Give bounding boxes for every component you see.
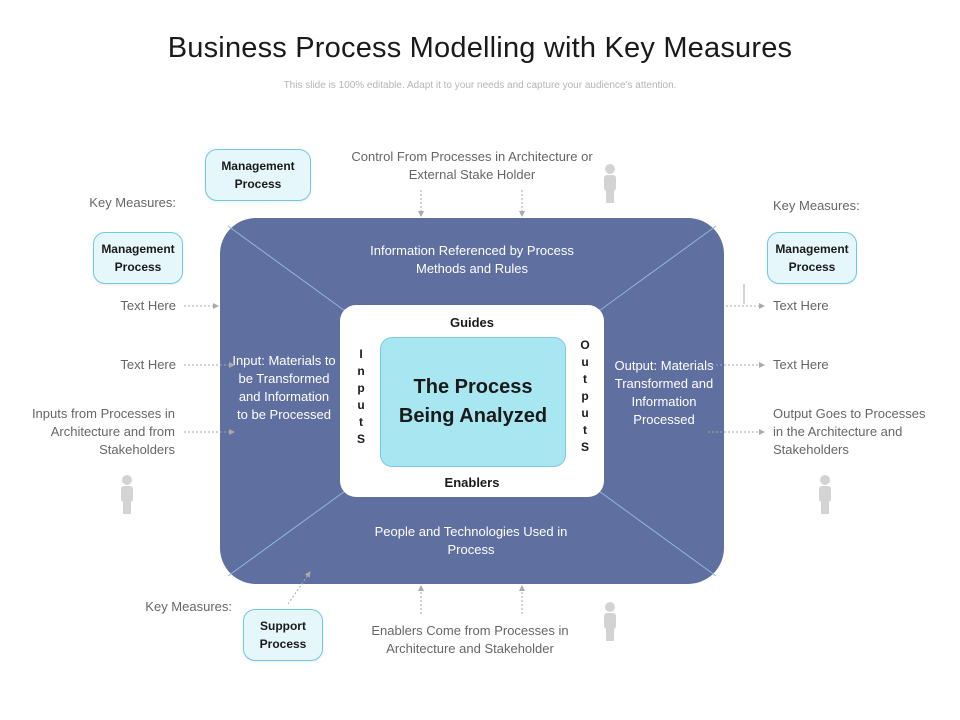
right-management-process-box: Management Process [767,232,857,284]
left-text-here-1: Text Here [120,298,176,313]
input-materials-text: Input: Materials to be Transformed and I… [232,353,336,422]
left-management-process-box: Management Process [93,232,183,284]
inputs-letter: n [357,364,365,378]
outputs-letter: t [583,372,587,386]
top-management-process-box: Management Process [205,149,311,201]
info-referenced-text: Information Referenced by Process Method… [370,243,574,276]
box-line1: Support [259,619,306,633]
outputs-letter: u [581,406,589,420]
outputs-letter: S [580,440,589,454]
guides-label: Guides [449,315,495,330]
left-text-here-2: Text Here [120,357,176,372]
inputs-letter: u [357,398,365,412]
output-materials-text: Output: Materials Transformed and Inform… [614,358,714,427]
box-line1: Management [775,242,849,256]
inputs-letter: p [357,381,365,395]
right-key-measures-label: Key Measures: [773,198,860,213]
right-text-here-2: Text Here [773,357,829,372]
box-line2: Process [234,177,282,191]
box-line1: Management [101,242,175,256]
inputs-from-processes-text: Inputs from Processes in Architecture an… [31,406,175,457]
box-line2: Process [788,260,836,274]
inputs-vertical-label: I n p u t S [353,346,369,448]
page-subtitle: This slide is 100% editable. Adapt it to… [283,80,677,91]
core-title-line1: The Process [413,376,533,398]
bottom-key-measures-label: Key Measures: [145,599,232,614]
core-process-box: The Process Being Analyzed [380,337,566,467]
outputs-letter: O [580,338,590,352]
box-line1: Management [221,159,295,173]
left-key-measures-label: Key Measures: [89,195,176,210]
enablers-label: Enablers [444,475,500,490]
people-technologies-text: People and Technologies Used in Process [374,524,568,557]
control-from-processes-text: Control From Processes in Architecture o… [351,149,593,182]
outputs-letter: t [583,423,587,437]
outputs-letter: p [581,389,589,403]
box-line2: Process [259,637,307,651]
core-title-line2: Being Analyzed [398,405,548,427]
support-process-box: Support Process [243,609,323,661]
outputs-letter: u [581,355,589,369]
right-text-here-1: Text Here [773,298,829,313]
inputs-letter: t [359,415,363,429]
box-line2: Process [114,260,162,274]
enablers-come-from-text: Enablers Come from Processes in Architec… [371,623,569,656]
outputs-vertical-label: O u t p u t S [577,337,593,456]
inputs-letter: I [359,347,363,361]
page-title: Business Process Modelling with Key Meas… [167,32,793,64]
output-goes-to-processes-text: Output Goes to Processes in the Architec… [773,406,926,457]
inputs-letter: S [356,432,365,446]
